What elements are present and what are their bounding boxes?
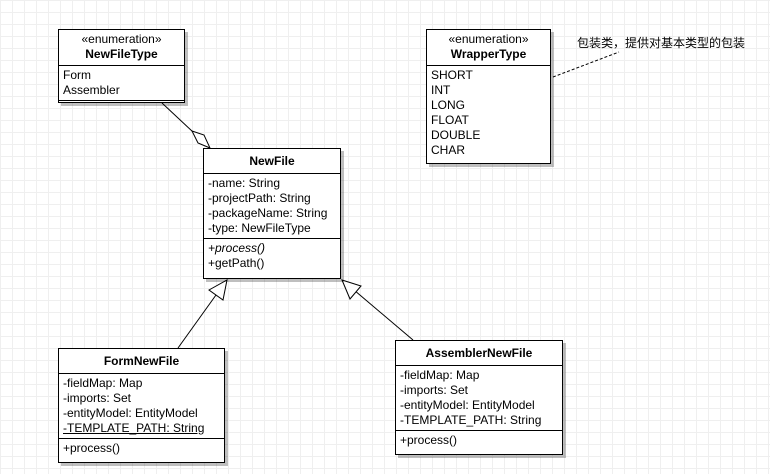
class-name: WrapperType	[450, 47, 527, 61]
attribute-row: -entityModel: EntityModel	[63, 406, 198, 420]
operation-compartment: +process()	[396, 431, 562, 450]
operation-compartment: +process() +getPath()	[204, 239, 340, 273]
class-header: «enumeration» NewFileType	[59, 30, 184, 66]
class-name: FormNewFile	[103, 354, 180, 368]
generalization-line-assembler	[353, 289, 414, 341]
class-header: AssemblerNewFile	[396, 341, 562, 366]
aggregation-diamond	[191, 130, 211, 149]
enum-value: FLOAT	[431, 113, 469, 127]
generalization-arrow-assembler	[341, 279, 362, 300]
class-formnewfile[interactable]: FormNewFile -fieldMap: Map -imports: Set…	[58, 348, 225, 463]
class-header: «enumeration» WrapperType	[427, 30, 550, 66]
attribute-row: -projectPath: String	[208, 191, 311, 205]
operation-row: +getPath()	[208, 256, 265, 270]
attribute-compartment: -name: String -projectPath: String -pack…	[204, 174, 340, 239]
stereotype-label: «enumeration»	[448, 32, 529, 46]
class-name: NewFileType	[85, 47, 158, 61]
class-header: FormNewFile	[59, 349, 224, 374]
note-connector	[552, 51, 620, 78]
generalization-line-form	[177, 294, 217, 349]
class-newfiletype[interactable]: «enumeration» NewFileType Form Assembler	[58, 29, 185, 103]
attribute-row: -name: String	[208, 176, 281, 190]
class-header: NewFile	[204, 149, 340, 174]
enum-value: DOUBLE	[431, 128, 481, 142]
enum-value: Form	[63, 68, 91, 82]
operation-compartment: +process()	[59, 439, 224, 458]
enum-values: SHORT INT LONG FLOAT DOUBLE CHAR	[427, 66, 550, 160]
enum-value: Assembler	[63, 83, 120, 97]
class-newfile[interactable]: NewFile -name: String -projectPath: Stri…	[203, 148, 341, 279]
class-assemblernewfile[interactable]: AssemblerNewFile -fieldMap: Map -imports…	[395, 340, 563, 455]
attribute-row: -packageName: String	[208, 206, 328, 220]
enum-value: CHAR	[431, 143, 466, 157]
attribute-compartment: -fieldMap: Map -imports: Set -entityMode…	[59, 374, 224, 439]
attribute-row: -imports: Set	[400, 383, 469, 397]
attribute-row: -type: NewFileType	[208, 221, 311, 235]
attribute-row: -entityModel: EntityModel	[400, 398, 535, 412]
enum-value: INT	[431, 83, 451, 97]
enum-values: Form Assembler	[59, 66, 184, 101]
operation-row: +process()	[208, 241, 266, 255]
note-text: 包装类，提供对基本类型的包装	[577, 36, 746, 50]
enum-value: SHORT	[431, 68, 473, 82]
class-name: AssemblerNewFile	[425, 346, 533, 360]
attribute-row: -fieldMap: Map	[63, 376, 143, 390]
operation-row: +process()	[400, 433, 458, 447]
attribute-row: -TEMPLATE_PATH: String	[400, 413, 542, 427]
aggregation-line	[161, 102, 194, 133]
operation-row: +process()	[63, 441, 121, 455]
attribute-row: -TEMPLATE_PATH: String	[63, 421, 205, 435]
attribute-row: -fieldMap: Map	[400, 368, 480, 382]
attribute-compartment: -fieldMap: Map -imports: Set -entityMode…	[396, 366, 562, 431]
attribute-row: -imports: Set	[63, 391, 132, 405]
class-name: NewFile	[249, 154, 295, 168]
generalization-arrow-form	[208, 279, 228, 301]
class-wrappertype[interactable]: «enumeration» WrapperType SHORT INT LONG…	[426, 29, 551, 164]
enum-value: LONG	[431, 98, 466, 112]
stereotype-label: «enumeration»	[81, 32, 162, 46]
